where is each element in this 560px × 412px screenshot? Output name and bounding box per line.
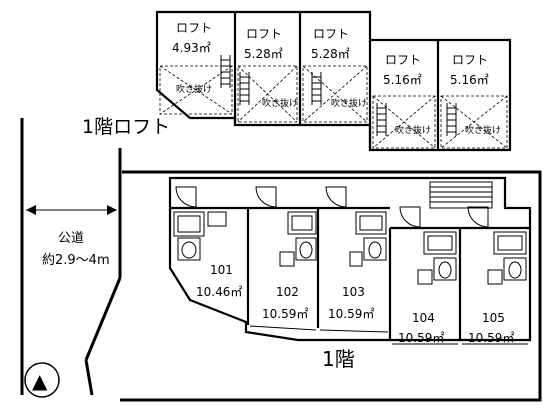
unit-area: 10.59㎡ <box>328 307 374 321</box>
public-road: 公道 約2.9～4m <box>20 118 122 396</box>
loft-area: 5.28㎡ <box>244 47 283 61</box>
loft-ladder <box>220 55 231 88</box>
unit-area: 10.59㎡ <box>262 307 308 321</box>
north-arrow-glyph: ▲ <box>32 369 48 393</box>
loft-ladder <box>239 72 250 105</box>
void-label: 吹き抜け <box>176 83 212 95</box>
bathroom <box>487 231 527 285</box>
bathroom <box>173 211 227 261</box>
unit-number: 103 <box>342 285 365 299</box>
loft-level: ロフト 4.93㎡ ロフト 5.28㎡ ロフト 5.28㎡ ロフト 5.16㎡ … <box>82 10 512 152</box>
loft-area: 4.93㎡ <box>172 41 211 55</box>
ground-floor: 101 10.46㎡ 102 10.59㎡ 103 10.59㎡ 104 10.… <box>120 170 542 402</box>
loft-area: 5.16㎡ <box>383 73 422 87</box>
stairs <box>429 181 493 209</box>
loft-area: 5.16㎡ <box>450 73 489 87</box>
loft-name: ロフト <box>313 27 349 41</box>
loft-floor-label: 1階ロフト <box>82 116 170 138</box>
road-width: 約2.9～4m <box>42 253 110 268</box>
north-arrow-icon: ▲ <box>24 362 60 398</box>
loft-name: ロフト <box>176 21 212 35</box>
road-name: 公道 <box>58 231 84 246</box>
void-label: 吹き抜け <box>331 97 367 109</box>
loft-name: ロフト <box>246 27 282 41</box>
unit-area: 10.59㎡ <box>398 331 444 345</box>
ground-floor-label: 1階 <box>322 347 355 371</box>
void-label: 吹き抜け <box>465 124 501 136</box>
loft-name: ロフト <box>385 53 421 67</box>
unit-number: 101 <box>210 263 233 277</box>
loft-ladder <box>376 103 387 136</box>
unit-area: 10.46㎡ <box>196 285 242 299</box>
loft-ladder <box>446 103 457 136</box>
void-label: 吹き抜け <box>395 124 431 136</box>
unit-number: 104 <box>412 311 435 325</box>
unit-area: 10.59㎡ <box>468 331 514 345</box>
unit-number: 102 <box>276 285 299 299</box>
void-label: 吹き抜け <box>262 97 298 109</box>
loft-name: ロフト <box>452 53 488 67</box>
bathroom <box>349 211 387 267</box>
loft-ladder <box>311 72 322 105</box>
bathroom <box>417 231 457 285</box>
bathroom <box>279 211 317 267</box>
unit-number: 105 <box>482 311 505 325</box>
loft-area: 5.28㎡ <box>311 47 350 61</box>
